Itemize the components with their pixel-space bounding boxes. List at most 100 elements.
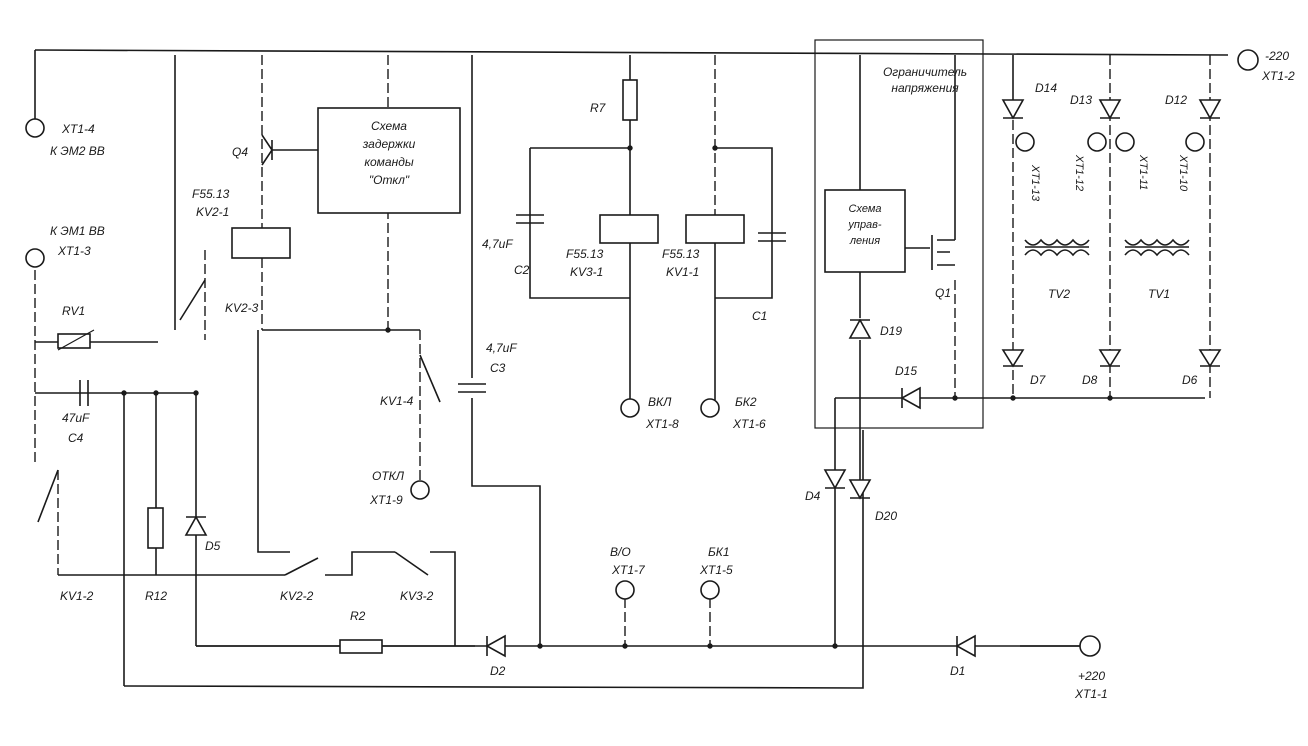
delay-block-label-4: "Откл": [369, 173, 410, 187]
wire-kv3-2-down: [430, 551, 456, 646]
contact-kv2-2: KV2-2: [280, 557, 319, 603]
wire-kv3-2: [325, 551, 395, 576]
terminals: -220 XT1-2 +220 XT1-1 XT1-4 К ЭМ2 ВВ XT1…: [25, 49, 1295, 701]
terminal-xt1-8-desc: ВКЛ: [648, 395, 672, 409]
d13-label: D13: [1070, 93, 1092, 107]
d7-label: D7: [1030, 373, 1047, 387]
kv1-1-label: KV1-1: [666, 265, 699, 279]
terminal-xt1-3-label: XT1-3: [57, 244, 91, 258]
capacitor-c1: C1: [752, 232, 786, 323]
d2-label: D2: [490, 664, 506, 678]
d20-label: D20: [875, 509, 897, 523]
kv3-2-label: KV3-2: [400, 589, 434, 603]
voltage-limiter-block: Ограничитель напряжения Схема управ- лен…: [814, 39, 984, 429]
diode-d5: D5: [184, 515, 221, 553]
r12-label: R12: [145, 589, 167, 603]
diode-d8: D8: [1082, 349, 1122, 387]
diode-d2: D2: [485, 634, 506, 678]
kv2-2-label: KV2-2: [280, 589, 314, 603]
terminal-xt1-7-label: XT1-7: [611, 563, 646, 577]
tv2-label: TV2: [1048, 287, 1070, 301]
capacitor-c2: 4,7uF C2: [482, 214, 544, 277]
kv2-1-label: KV2-1: [196, 205, 229, 219]
r7-label: R7: [590, 101, 607, 115]
terminal-xt1-5: [700, 580, 720, 600]
d5-label: D5: [205, 539, 221, 553]
q4-label: Q4: [232, 145, 248, 159]
terminal-xt1-9-desc: ОТКЛ: [372, 469, 405, 483]
kv2-1-type-label: F55.13: [192, 187, 230, 201]
c3-value-label: 4,7uF: [486, 341, 517, 355]
terminal-xt1-10-label: XT1-10: [1177, 154, 1189, 192]
junction-dots: [121, 145, 1113, 649]
c2-value-label: 4,7uF: [482, 237, 513, 251]
transformer-tv2: TV2: [1024, 238, 1090, 301]
terminal-xt1-12: [1087, 132, 1107, 152]
d4-label: D4: [805, 489, 821, 503]
capacitor-c4: 47uF C4: [62, 380, 90, 445]
top-rail-wire: [34, 49, 1229, 56]
diode-d1: D1: [950, 634, 976, 678]
terminal-xt1-6-desc: БК2: [735, 395, 757, 409]
terminal-xt1-5-desc: БК1: [708, 545, 730, 559]
wire-c3-bottom: [471, 398, 541, 646]
terminal-xt1-12-label: XT1-12: [1073, 154, 1085, 191]
terminal-xt1-3: [25, 248, 45, 268]
terminal-xt1-6-label: XT1-6: [732, 417, 766, 431]
r2-label: R2: [350, 609, 366, 623]
terminal-xt1-1-label: XT1-1: [1074, 687, 1108, 701]
varistor-rv1: RV1: [57, 304, 95, 351]
diode-d13: D13: [1070, 93, 1122, 120]
relay-kv3-1: F55.13 KV3-1: [566, 214, 659, 279]
c3-label: C3: [490, 361, 506, 375]
terminal-xt1-7: [615, 580, 635, 600]
rv1-label: RV1: [62, 304, 85, 318]
delay-block-label-2: задержки: [362, 137, 416, 151]
delay-block: Схема задержки команды "Откл": [317, 107, 461, 214]
terminal-xt1-11: [1115, 132, 1135, 152]
wire-c1: [715, 147, 773, 299]
control-circuit-block: [824, 189, 906, 273]
limiter-label-2: напряжения: [891, 81, 959, 95]
terminal-xt1-2: [1237, 49, 1259, 71]
resistor-r7: R7: [590, 79, 638, 121]
control-label-3: ления: [849, 235, 880, 247]
contact-kv1-4: KV1-4: [380, 354, 441, 408]
terminal-xt1-13: [1015, 132, 1035, 152]
terminal-xt1-9-label: XT1-9: [369, 493, 403, 507]
contact-kv1-2: KV1-2: [37, 469, 94, 603]
wire-kv2-2: [257, 330, 290, 553]
diode-d7: D7: [1001, 349, 1047, 387]
delay-block-label-3: команды: [364, 155, 413, 169]
terminal-xt1-11-label: XT1-11: [1137, 154, 1149, 190]
diode-d14: D14: [1001, 81, 1057, 120]
d15-label: D15: [895, 364, 917, 378]
contact-kv3-2: KV3-2: [394, 551, 434, 603]
terminal-xt1-13-label: XT1-13: [1029, 164, 1041, 202]
terminal-xt1-9: [410, 480, 430, 500]
contact-kv2-3: KV2-3: [179, 279, 259, 321]
diode-d15: D15: [895, 364, 921, 410]
diode-d19: D19: [848, 318, 902, 339]
kv3-1-type-label: F55.13: [566, 247, 604, 261]
d8-label: D8: [1082, 373, 1098, 387]
terminal-xt1-4-label: XT1-4: [61, 122, 95, 136]
terminal-xt1-4: [25, 118, 45, 138]
d19-label: D19: [880, 324, 902, 338]
terminal-xt1-2-label: XT1-2: [1261, 69, 1295, 83]
c2-label: C2: [514, 263, 530, 277]
diode-d20: D20: [848, 479, 897, 523]
kv1-2-label: KV1-2: [60, 589, 94, 603]
kv1-1-type-label: F55.13: [662, 247, 700, 261]
terminal-xt1-8: [620, 398, 640, 418]
transistor-q4: Q4: [232, 134, 273, 166]
q1-transistor: Q1: [905, 235, 955, 300]
c4-label: C4: [68, 431, 84, 445]
return-wire: [123, 430, 864, 689]
d12-label: D12: [1165, 93, 1187, 107]
control-label-1: Схема: [849, 203, 882, 215]
resistor-r2: R2: [339, 609, 475, 654]
terminal-xt1-3-desc: К ЭМ1 ВВ: [50, 224, 105, 238]
d1-label: D1: [950, 664, 965, 678]
limiter-label-1: Ограничитель: [883, 65, 967, 79]
